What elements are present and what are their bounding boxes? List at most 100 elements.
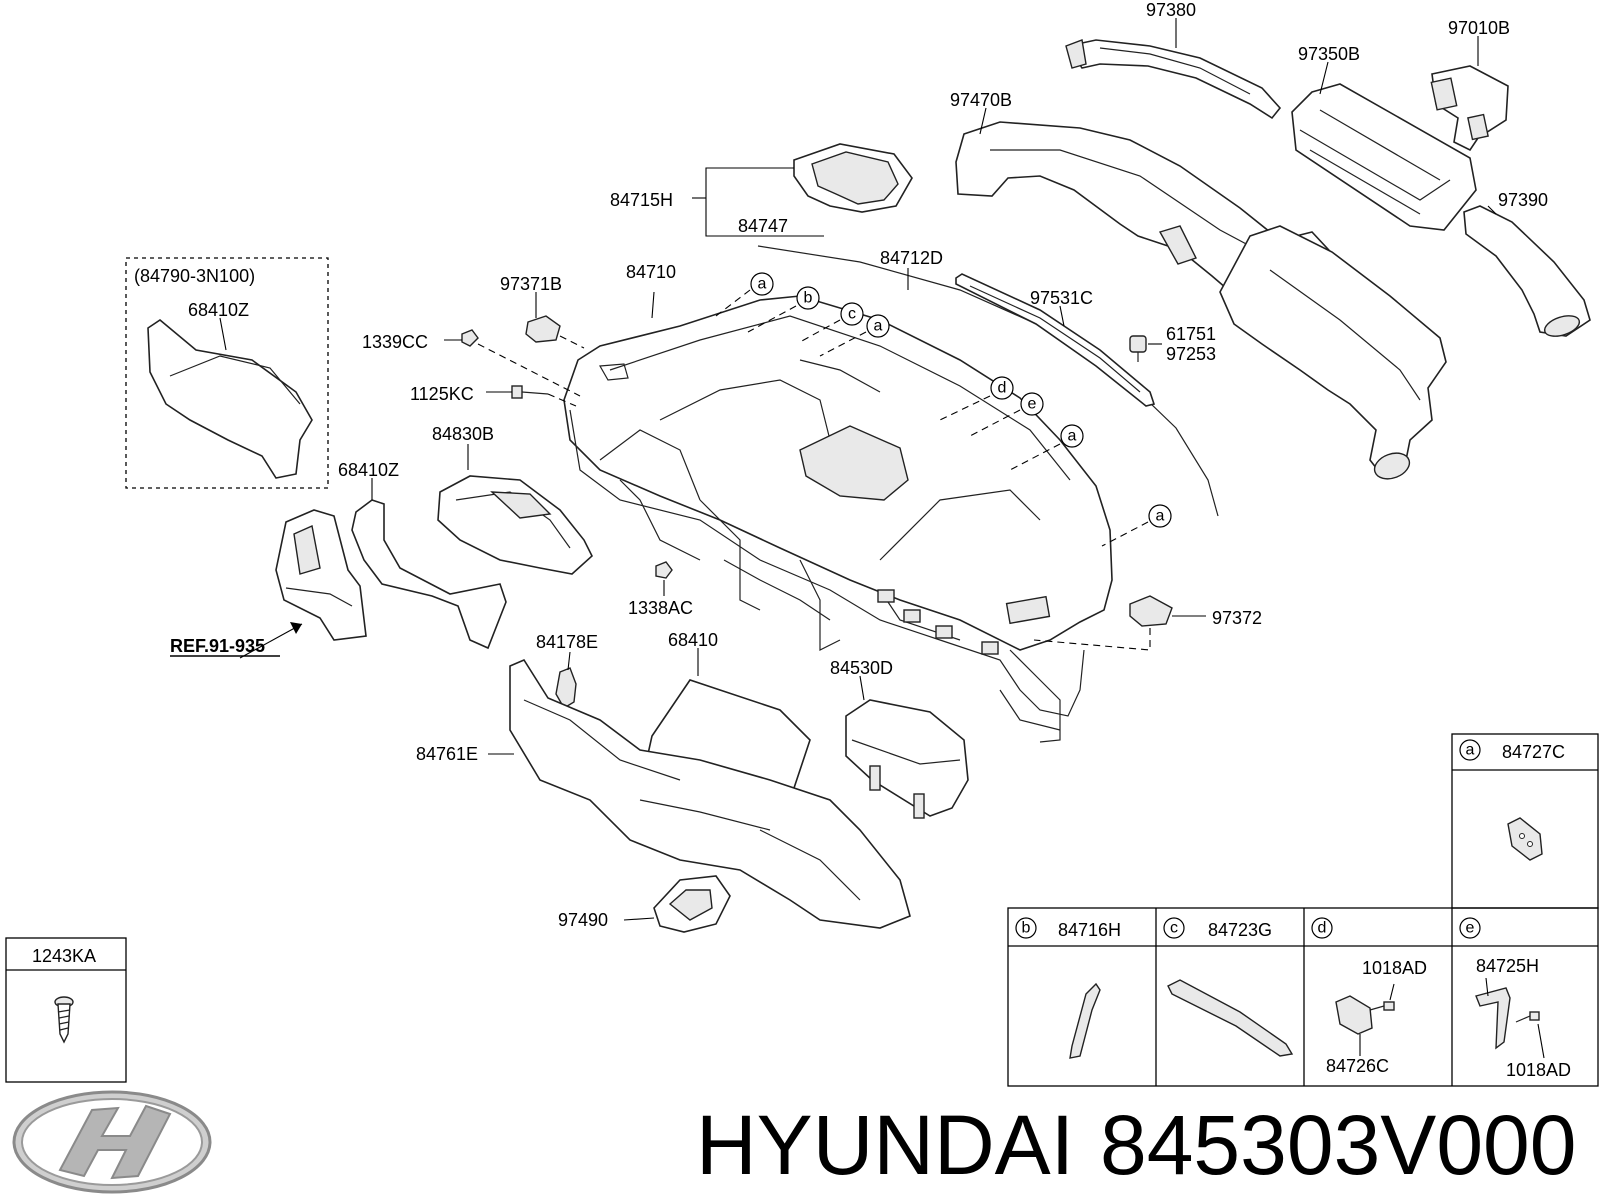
duct-97390 <box>1463 205 1591 337</box>
label-84712D: 84712D <box>880 248 943 268</box>
svg-text:a: a <box>758 276 767 293</box>
label-97010B: 97010B <box>1448 18 1510 38</box>
label-84530D: 84530D <box>830 658 893 678</box>
crash-pad-84710 <box>563 295 1113 651</box>
vent-97371B <box>525 315 561 343</box>
label-1339CC: 1339CC <box>362 332 428 352</box>
label-97350B: 97350B <box>1298 44 1360 64</box>
label-84790: (84790-3N100) <box>134 266 255 286</box>
svg-text:a: a <box>1156 508 1165 525</box>
sensor-61751 <box>1129 335 1147 362</box>
leader-84178E <box>567 651 571 671</box>
label-97470B: 97470B <box>950 90 1012 110</box>
leader-97490 <box>623 917 655 921</box>
bracket-84715H-bot <box>705 218 824 237</box>
side-vent-ref <box>275 509 367 641</box>
label-84710: 84710 <box>626 262 676 282</box>
duct-97350B <box>1291 83 1477 231</box>
clip-1339CC <box>461 329 479 347</box>
callout-a4: a <box>1101 504 1172 547</box>
legend-b-part: 84716H <box>1058 920 1121 940</box>
legend-d-header: d <box>1311 917 1333 939</box>
label-97371B: 97371B <box>500 274 562 294</box>
callout-d: d <box>939 376 1014 421</box>
svg-text:c: c <box>848 306 856 323</box>
svg-text:a: a <box>1466 742 1475 759</box>
dash-97372 <box>1033 628 1151 651</box>
legend-e-sub2: 1018AD <box>1506 1060 1571 1080</box>
leader-84530D <box>859 675 865 701</box>
svg-text:a: a <box>874 318 883 335</box>
callout-b: b <box>747 286 820 333</box>
svg-text:a: a <box>1068 428 1077 445</box>
callout-e: e <box>969 392 1044 437</box>
callout-c: c <box>799 302 864 343</box>
label-84715H: 84715H <box>610 190 673 210</box>
vent-97490 <box>653 875 731 933</box>
legend-screw-part: 1243KA <box>32 946 96 966</box>
label-84178E: 84178E <box>536 632 598 652</box>
clip-1338AC <box>655 561 673 579</box>
speaker-84178E <box>555 667 577 709</box>
leader-84710 <box>651 291 655 319</box>
legend-d-sub1: 1018AD <box>1362 958 1427 978</box>
label-68410Z-b: 68410Z <box>338 460 399 480</box>
legend-b-header: b 84716H <box>1015 917 1121 940</box>
legend-a-part-drawing <box>1507 817 1543 861</box>
leader-97390 <box>1487 205 1497 215</box>
svg-text:e: e <box>1028 396 1037 413</box>
dash-1339CC <box>477 343 581 397</box>
label-84830B: 84830B <box>432 424 494 444</box>
part-number: 845303V000 <box>1100 1098 1576 1192</box>
legend-d-sub2: 84726C <box>1326 1056 1389 1076</box>
duct-97380 <box>1065 39 1282 120</box>
legend-screw-table <box>5 937 127 1083</box>
legend-c-part: 84723G <box>1208 920 1272 940</box>
glovebox-84530D <box>845 699 969 819</box>
leader-97350B <box>1319 61 1329 95</box>
svg-text:b: b <box>1022 920 1031 937</box>
garnish-97531C <box>955 273 1156 407</box>
dash-1125KC <box>547 393 577 407</box>
screw-icon <box>54 996 74 1044</box>
leader-ref <box>239 623 303 659</box>
legend-e-part-drawing <box>1475 977 1545 1059</box>
cluster-housing-84830B <box>437 475 593 575</box>
legend-e-sub1: 84725H <box>1476 956 1539 976</box>
label-1125KC: 1125KC <box>410 384 474 404</box>
callout-a1: a <box>715 272 774 317</box>
legend-c-header: c 84723G <box>1163 917 1272 940</box>
legend-d-part-drawing <box>1335 983 1395 1056</box>
callout-a2: a <box>819 314 890 357</box>
leader-97470B <box>979 107 987 135</box>
garnish-68410Z <box>351 499 507 650</box>
callout-a3: a <box>1009 424 1084 471</box>
label-97490: 97490 <box>558 910 608 930</box>
vent-97372 <box>1129 595 1173 627</box>
svg-text:e: e <box>1466 920 1475 937</box>
lower-crashpad-84761E <box>509 658 911 929</box>
label-61751: 61751 <box>1166 324 1216 344</box>
label-1338AC: 1338AC <box>628 598 693 618</box>
label-97531C: 97531C <box>1030 288 1093 308</box>
dash-97371B <box>559 335 585 349</box>
svg-text:d: d <box>1318 920 1327 937</box>
svg-text:c: c <box>1170 920 1178 937</box>
bracket-84715H-top <box>705 167 794 218</box>
label-97253: 97253 <box>1166 344 1216 364</box>
legend-a-part: 84727C <box>1502 742 1565 762</box>
svg-text:b: b <box>804 290 813 307</box>
legend-e-header: e <box>1459 917 1481 939</box>
speaker-grille-84715H <box>793 143 913 213</box>
label-97380: 97380 <box>1146 0 1196 20</box>
hyundai-logo <box>12 1090 212 1194</box>
legend-c-part-drawing <box>1167 979 1294 1057</box>
leader-97531C <box>1059 305 1065 327</box>
label-97390: 97390 <box>1498 190 1548 210</box>
label-97372: 97372 <box>1212 608 1262 628</box>
garnish-68410Z-variant <box>147 319 313 479</box>
legend-table <box>1007 733 1599 1087</box>
arrow-ref <box>290 622 302 634</box>
label-ref: REF.91-935 <box>170 636 265 656</box>
